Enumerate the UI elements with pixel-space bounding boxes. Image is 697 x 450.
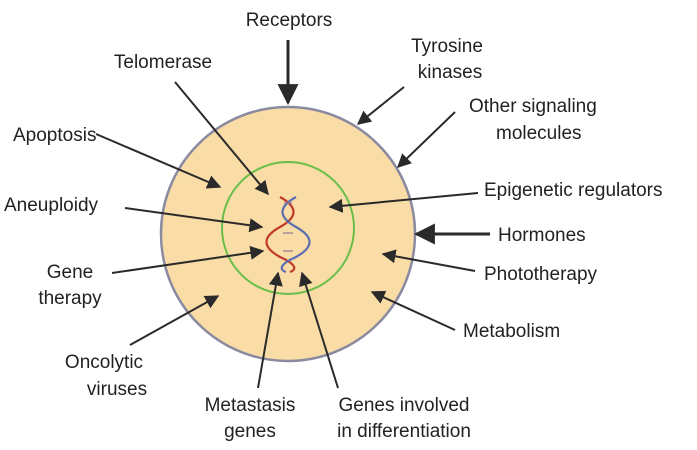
label-apoptosis: Apoptosis: [13, 125, 96, 146]
label-differentiation-line2: in differentiation: [337, 421, 471, 442]
arrow-metabolism: [370, 290, 456, 331]
label-oncolytic-viruses-line2: viruses: [87, 379, 147, 400]
arrow-tyrosine-kinases: [356, 86, 405, 125]
label-epigenetic-regulators: Epigenetic regulators: [484, 180, 663, 201]
nucleus-ring: [221, 161, 355, 295]
arrow-apoptosis: [95, 133, 222, 189]
label-metastasis-genes-line1: Metastasis: [205, 395, 296, 416]
label-differentiation-line1: Genes involved: [339, 395, 470, 416]
label-phototherapy: Phototherapy: [484, 264, 598, 285]
arrow-other-signaling: [396, 111, 456, 168]
arrow-oncolytic: [129, 295, 220, 346]
label-metastasis-genes-line2: genes: [224, 421, 276, 442]
label-telomerase: Telomerase: [114, 52, 212, 73]
label-gene-therapy-line1: Gene: [47, 262, 93, 283]
cell-body: [159, 105, 417, 363]
label-hormones: Hormones: [498, 225, 586, 246]
arrow-gene-therapy: [111, 245, 265, 274]
label-aneuploidy: Aneuploidy: [4, 195, 99, 216]
arrow-telomerase: [174, 81, 269, 196]
label-other-signaling-line1: Other signaling: [469, 96, 597, 117]
arrow-differentiation: [299, 271, 339, 389]
label-other-signaling-line2: molecules: [496, 123, 582, 144]
label-tyrosine-kinases-line1: Tyrosine: [411, 36, 483, 57]
labels: Receptors Tyrosine kinases Telomerase Ot…: [4, 10, 663, 442]
arrow-phototherapy: [381, 249, 476, 272]
label-metabolism: Metabolism: [463, 321, 560, 342]
label-oncolytic-viruses-line1: Oncolytic: [65, 352, 143, 373]
arrow-aneuploidy: [124, 207, 264, 233]
label-receptors: Receptors: [246, 10, 333, 31]
arrow-metastasis: [257, 271, 283, 389]
label-tyrosine-kinases-line2: kinases: [418, 62, 482, 83]
arrow-epigenetic: [328, 192, 479, 213]
label-gene-therapy-line2: therapy: [38, 288, 102, 309]
dna-helix-icon: [265, 196, 311, 274]
arrows: [95, 40, 490, 389]
